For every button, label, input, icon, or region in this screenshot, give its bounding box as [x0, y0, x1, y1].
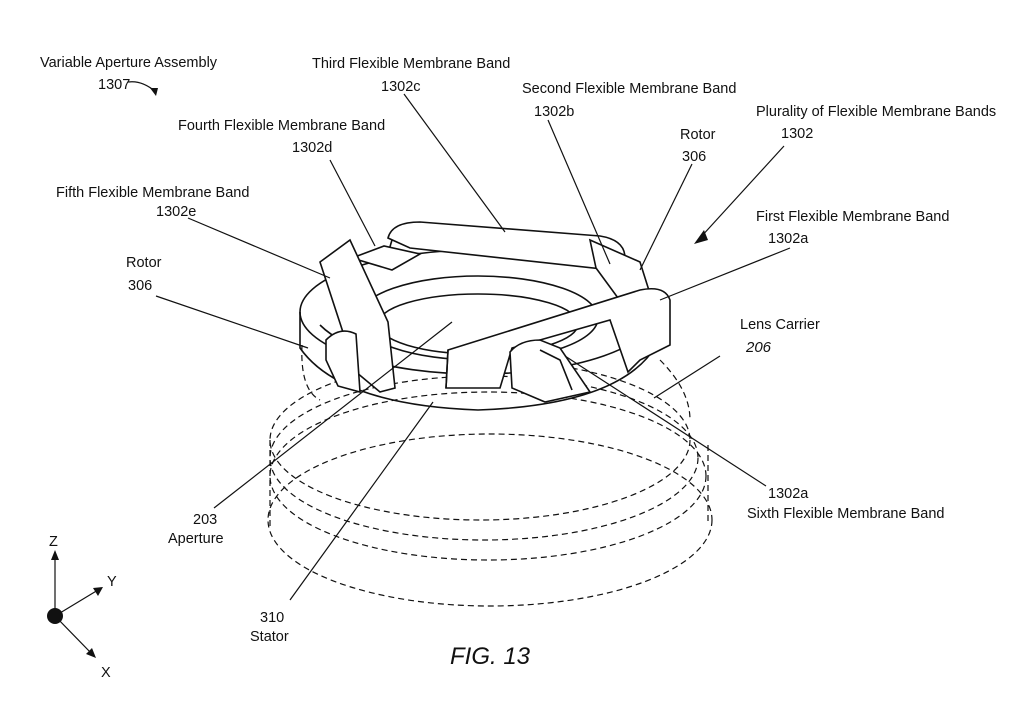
leader-lines: [127, 81, 791, 601]
figure-label: FIG. 13: [450, 643, 531, 670]
axis-label-x: X: [101, 665, 111, 681]
label-band-d-name: Fourth Flexible Membrane Band: [178, 118, 385, 134]
label-aperture-name: Aperture: [168, 531, 224, 547]
label-rotor-left-num: 306: [128, 278, 152, 294]
label-stator-name: Stator: [250, 629, 289, 645]
label-band-b-num: 1302b: [534, 104, 574, 120]
y-arrowhead: [93, 587, 103, 596]
label-band-e-num: 1302e: [156, 204, 196, 220]
label-band-c-num: 1302c: [381, 79, 421, 95]
label-assembly-name: Variable Aperture Assembly: [40, 55, 218, 71]
label-plurality-num: 1302: [781, 126, 813, 142]
label-rotor-right-num: 306: [682, 149, 706, 165]
axis-label-y: Y: [107, 574, 117, 590]
axis-origin-dot: [47, 608, 63, 624]
label-aperture-num: 203: [193, 512, 217, 528]
label-band-d-num: 1302d: [292, 140, 332, 156]
label-band-a-num: 1302a: [768, 231, 809, 247]
label-stator-num: 310: [260, 610, 284, 626]
band-fourth: [349, 245, 423, 271]
label-sixth-band-name: Sixth Flexible Membrane Band: [747, 506, 944, 522]
axis-label-z: Z: [49, 534, 58, 550]
z-arrowhead: [51, 550, 59, 560]
label-lens-carrier-name: Lens Carrier: [740, 317, 820, 333]
label-rotor-right-name: Rotor: [680, 127, 716, 143]
label-band-a-name: First Flexible Membrane Band: [756, 209, 949, 225]
label-lens-carrier-num: 206: [745, 339, 772, 356]
band-front-left-clip: [325, 330, 361, 394]
labels: Variable Aperture Assembly 1307 Third Fl…: [40, 55, 996, 670]
label-plurality-name: Plurality of Flexible Membrane Bands: [756, 104, 996, 120]
label-band-e-name: Fifth Flexible Membrane Band: [56, 185, 249, 201]
label-band-b-name: Second Flexible Membrane Band: [522, 81, 736, 97]
label-band-c-name: Third Flexible Membrane Band: [312, 56, 510, 72]
axis-triad: Z Y X: [47, 534, 117, 681]
label-sixth-band-num: 1302a: [768, 486, 809, 502]
label-rotor-left-name: Rotor: [126, 255, 162, 271]
band-sixth: [509, 339, 592, 403]
x-arrowhead: [86, 648, 96, 658]
label-assembly-num: 1307: [98, 77, 130, 93]
